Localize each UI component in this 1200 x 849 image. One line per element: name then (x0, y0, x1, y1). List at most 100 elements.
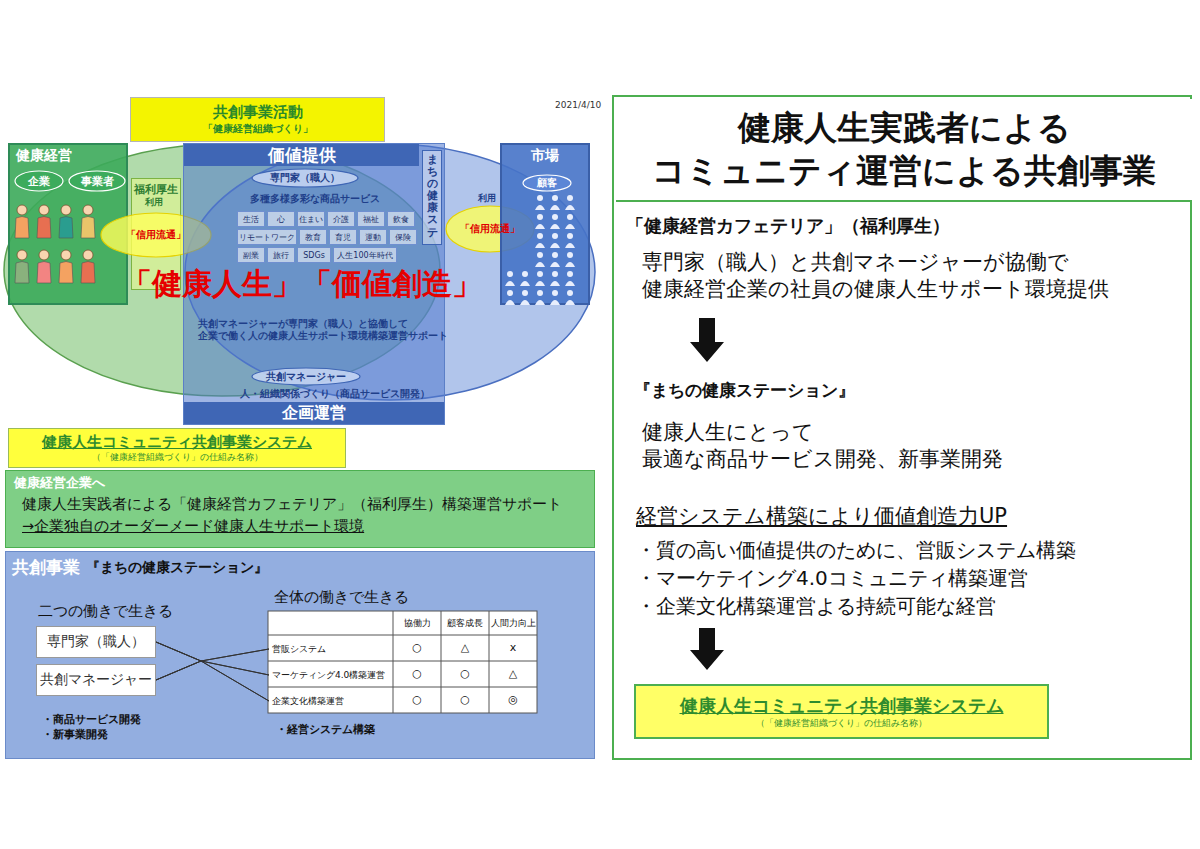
node-text: 『まちの健康ステーション』 (86, 559, 268, 577)
node-text: 健康経営 (16, 147, 72, 165)
oval: 事業者 (68, 170, 126, 192)
node-text: 共創事業活動 (213, 103, 303, 122)
node-text: 心 (277, 214, 285, 225)
node-text: 育児 (335, 232, 351, 243)
node-text: 価値提供 (184, 144, 419, 166)
label: 利用 (145, 196, 163, 209)
label: 2021/4/10 (555, 100, 601, 110)
grid-cell: 育児 (329, 229, 357, 245)
table-cell: △ (489, 667, 537, 680)
label: 利用 (478, 192, 496, 205)
label: 「健康人生」「価値創造」 (122, 264, 482, 305)
table-cell: 人間力向上 (489, 617, 537, 630)
table-row-head: マーケティング4.0構築運営 (269, 662, 394, 688)
grid-cell: 心 (267, 211, 295, 227)
node-text: ・質の高い価値提供のために、営販システム構築 (636, 537, 1076, 564)
panel: 共創事業『まちの健康ステーション』二つの働きで生きる全体の働きで生きる・商品サー… (5, 551, 595, 759)
node-text: 「健康経営組織づくり」 (203, 122, 313, 136)
table-cell: ◎ (489, 693, 537, 706)
title-box: 共創事業活動「健康経営組織づくり」 (130, 97, 385, 142)
node-text: 企業 (28, 174, 50, 189)
grid-cell: 運動 (359, 229, 387, 245)
down-arrow (690, 628, 724, 670)
title-box: 健康人生実践者による コミュニティ運営による共創事業 (616, 99, 1192, 202)
grid-cell: 教育 (299, 229, 327, 245)
node-text: 専門家（職人） (270, 171, 340, 185)
node-text: SDGs (303, 251, 325, 260)
grid-cell: 旅行 (267, 247, 295, 263)
oval: 顧客 (522, 174, 572, 192)
table-cell: 協働力 (393, 617, 441, 630)
connector (156, 642, 269, 701)
grid-cell: 人生100年時代 (333, 247, 397, 263)
node-text: リモートワーク (239, 232, 295, 243)
node-text: 介護 (333, 214, 349, 225)
node-text: 福祉 (363, 214, 379, 225)
connector (156, 661, 269, 680)
process-box: 共創マネージャー (36, 664, 156, 696)
node-text: 健康人生実践者による「健康経営カフェテリア」（福利厚生）構築運営サポート (22, 495, 586, 514)
table-cell: ○ (393, 693, 441, 706)
node-text: 旅行 (273, 250, 289, 261)
node-text: まちの健康ステ (427, 154, 438, 244)
result-box: 健康人生コミュニティ共創事業システム（「健康経営組織づくり」の仕組み名称） (634, 684, 1049, 739)
connector (156, 642, 269, 661)
down-arrow (690, 318, 724, 362)
node-text: 「信用流通」 (460, 222, 520, 236)
grid-cell: リモートワーク (237, 229, 297, 245)
node-text: 健康人生コミュニティ共創事業システム (42, 433, 312, 452)
table-row-head: 営販システム (269, 636, 394, 662)
node-text: →企業独自のオーダーメード健康人生サポート環境 (22, 517, 586, 536)
grid-cell: 介護 (327, 211, 355, 227)
node-text: 営販システム (272, 643, 326, 656)
grid-cell: 住まい (297, 211, 325, 227)
node-text: 福利厚生 (132, 182, 180, 197)
panel: 健康経営企業へ健康人生実践者による「健康経営カフェテリア」（福利厚生）構築運営サ… (5, 470, 595, 548)
node-text: 運動 (365, 232, 381, 243)
node-text: 市場 (502, 147, 588, 165)
label: 共創マネージャーが専門家（職人）と協働して 企業で働く人の健康人生サポート環境構… (198, 318, 448, 343)
table-cell: ○ (393, 667, 441, 680)
node-text: （「健康経営組織づくり」の仕組み名称） (92, 452, 263, 464)
oval: 専門家（職人） (251, 168, 359, 188)
grid-cell: 副業 (237, 247, 265, 263)
table-cell: x (489, 641, 537, 654)
node-text: 健康人生実践者による コミュニティ運営による共創事業 (616, 107, 1192, 193)
connector-layer (156, 642, 269, 701)
node-text: 専門家（職人）と共創マネージャーが協働で 健康経営企業の社員の健康人生サポート環… (642, 249, 1187, 304)
process-box: 専門家（職人） (36, 626, 156, 658)
connector (156, 642, 269, 675)
node-text: 副業 (243, 250, 259, 261)
vertical-box: まちの健康ステ (422, 150, 442, 245)
panel: 「健康経営カフェテリア」（福利厚生） 専門家（職人）と共創マネージャーが協働で 健… (612, 95, 1192, 760)
customer-icons (505, 195, 575, 305)
connector (156, 649, 269, 680)
node-text: マーケティング4.0構築運営 (272, 669, 385, 682)
label: 人・組織関係づくり（商品サービス開発） (240, 388, 430, 401)
node-text: 「健康経営カフェテリア」（福利厚生） (626, 214, 950, 238)
node-text: 共創マネージャー (266, 370, 346, 384)
table-cell: ○ (441, 667, 489, 680)
node-text: 住まい (299, 214, 323, 225)
node-text: ・商品サービス開発 (42, 712, 141, 727)
node-text: 教育 (305, 232, 321, 243)
node-text: 顧客 (537, 176, 557, 190)
grid-cell: 保険 (389, 229, 417, 245)
node-text: 経営システム構築により価値創造力UP (636, 502, 1007, 530)
node-text: ・マーケテイング4.0コミュニティ構築運営 (636, 565, 1028, 592)
table-cell: ○ (441, 693, 489, 706)
table-cell: △ (441, 641, 489, 654)
connector (156, 661, 269, 701)
oval: 共創マネージャー (251, 367, 361, 386)
node-text: 飲食 (393, 214, 409, 225)
grid-cell: 生活 (237, 211, 265, 227)
oval: 企業 (14, 170, 64, 192)
node-text: 「信用流通」 (126, 228, 186, 242)
table-cell: ○ (393, 641, 441, 654)
node-text: 共創事業 (12, 556, 80, 579)
title-box: 健康人生コミュニティ共創事業システム（「健康経営組織づくり」の仕組み名称） (8, 428, 346, 468)
node-text: 全体の働きで生きる (274, 588, 409, 607)
table-cell: 顧客成長 (441, 617, 489, 630)
node-text: 共創マネージャー (40, 671, 152, 689)
